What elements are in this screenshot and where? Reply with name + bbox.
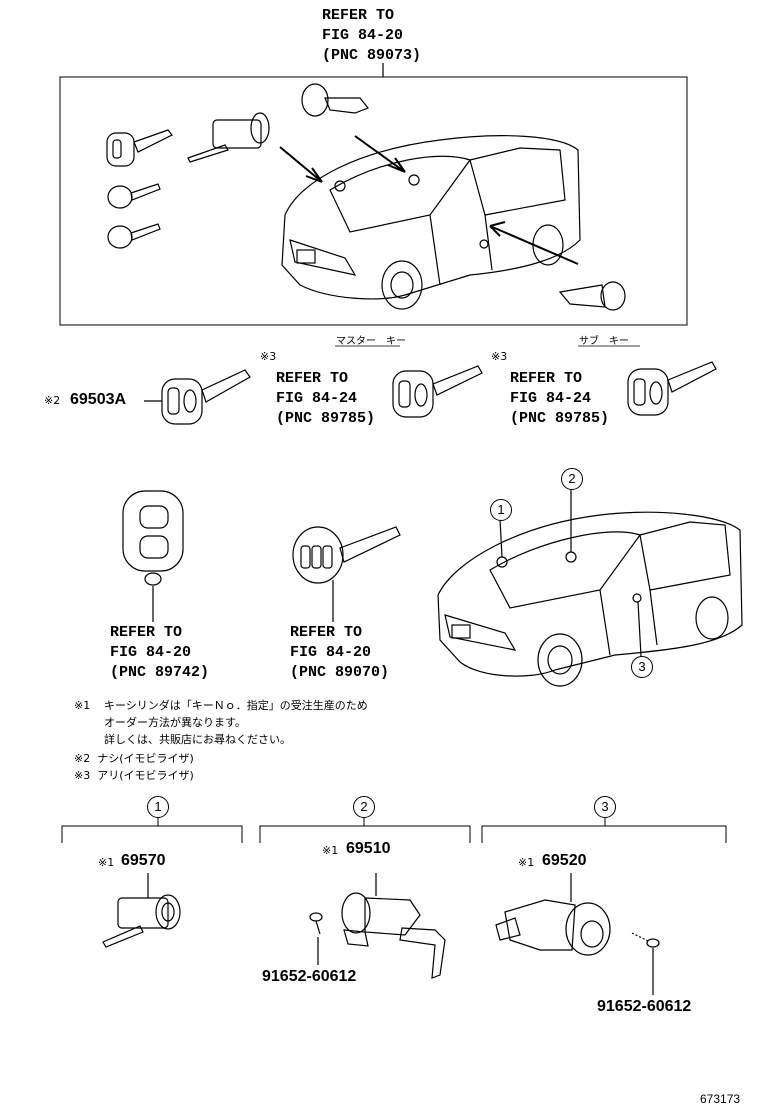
key-immobilizer-b-icon <box>627 361 717 416</box>
ref-key-l2: FIG 84-20 <box>290 644 372 661</box>
door-lock-cylinder-icon <box>341 892 446 979</box>
overview-frame <box>59 76 688 326</box>
section-bracket-2 <box>259 825 471 843</box>
sub-key-label: サブ キー <box>579 336 629 347</box>
back-door-cylinder-small-icon <box>558 281 626 311</box>
p3-mark: ※1 <box>518 856 535 869</box>
section-bracket-1 <box>61 825 243 843</box>
p3-number: 69520 <box>542 852 587 869</box>
section-label-3: 3 <box>594 796 616 818</box>
callout-leader-3 <box>637 601 642 657</box>
figure-id: 673173 <box>700 1092 741 1106</box>
screw-2-icon <box>309 912 323 935</box>
ref-top-l3: (PNC 89073) <box>322 47 422 64</box>
section-bracket-3 <box>481 825 727 843</box>
note1-line3: 詳しくは、共販店にお尋ねください。 <box>104 733 291 746</box>
ref-key-l3: (PNC 89070) <box>290 664 390 681</box>
ref-remote-l2: FIG 84-20 <box>110 644 192 661</box>
ref-mid-b-l1: REFER TO <box>510 370 583 387</box>
p2-mark: ※1 <box>322 844 339 857</box>
van-lower-illustration <box>437 511 743 687</box>
ref-key-l1: REFER TO <box>290 624 363 641</box>
ref-mid-b-l3: (PNC 89785) <box>510 410 610 427</box>
note2: ※2 ナシ(イモビライザ) <box>74 752 194 765</box>
bolt-b-number: 91652-60612 <box>597 998 692 1015</box>
ref-mid-a-l1: REFER TO <box>276 370 349 387</box>
van-top-illustration <box>281 135 581 310</box>
ref-mid-b-l2: FIG 84-24 <box>510 390 592 407</box>
sub-key-icon-2 <box>107 223 161 249</box>
note3: ※3 アリ(イモビライザ) <box>74 769 194 782</box>
ref-mid-a-l3: (PNC 89785) <box>276 410 376 427</box>
key-blank-mark: ※2 <box>44 394 61 407</box>
master-key-icon <box>106 129 173 167</box>
key-blank-number: 69503A <box>70 391 127 408</box>
key-89070-icon <box>292 526 401 584</box>
master-key-label: マスター キー <box>336 336 406 347</box>
note1-line1: キーシリンダは「キーＮｏ．指定」の受注生産のため <box>104 699 368 712</box>
screw-3-icon <box>631 932 660 948</box>
key-immobilizer-a-icon <box>392 365 483 418</box>
ref-top-l2: FIG 84-20 <box>322 27 404 44</box>
remote-transmitter-icon <box>122 490 184 586</box>
note1-mark: ※1 <box>74 699 91 712</box>
ref-remote-l3: (PNC 89742) <box>110 664 210 681</box>
arrow-3 <box>489 221 579 265</box>
note1-line2: オーダー方法が異なります。 <box>104 716 246 729</box>
mark3-a: ※3 <box>260 350 277 363</box>
callout-1: 1 <box>490 499 512 521</box>
arrow-1 <box>279 146 323 183</box>
arrow-2 <box>354 135 406 173</box>
p2-number: 69510 <box>346 840 391 857</box>
ignition-cylinder-small-icon <box>187 112 270 163</box>
door-lock-cylinder-small-icon <box>301 83 369 117</box>
sub-key-icon-1 <box>107 183 161 209</box>
ref-remote-l1: REFER TO <box>110 624 183 641</box>
ref-mid-a-l2: FIG 84-24 <box>276 390 358 407</box>
section-label-2: 2 <box>353 796 375 818</box>
ignition-cylinder-icon <box>102 894 181 948</box>
callout-3: 3 <box>631 656 653 678</box>
bolt-a-number: 91652-60612 <box>262 968 357 985</box>
back-door-lock-cylinder-icon <box>495 899 611 956</box>
p1-number: 69570 <box>121 852 166 869</box>
p1-mark: ※1 <box>98 856 115 869</box>
ref-top-l1: REFER TO <box>322 7 395 24</box>
callout-2: 2 <box>561 468 583 490</box>
mark3-b: ※3 <box>491 350 508 363</box>
key-blank-icon <box>161 369 251 425</box>
callout-leader-1 <box>499 518 503 558</box>
section-label-1: 1 <box>147 796 169 818</box>
